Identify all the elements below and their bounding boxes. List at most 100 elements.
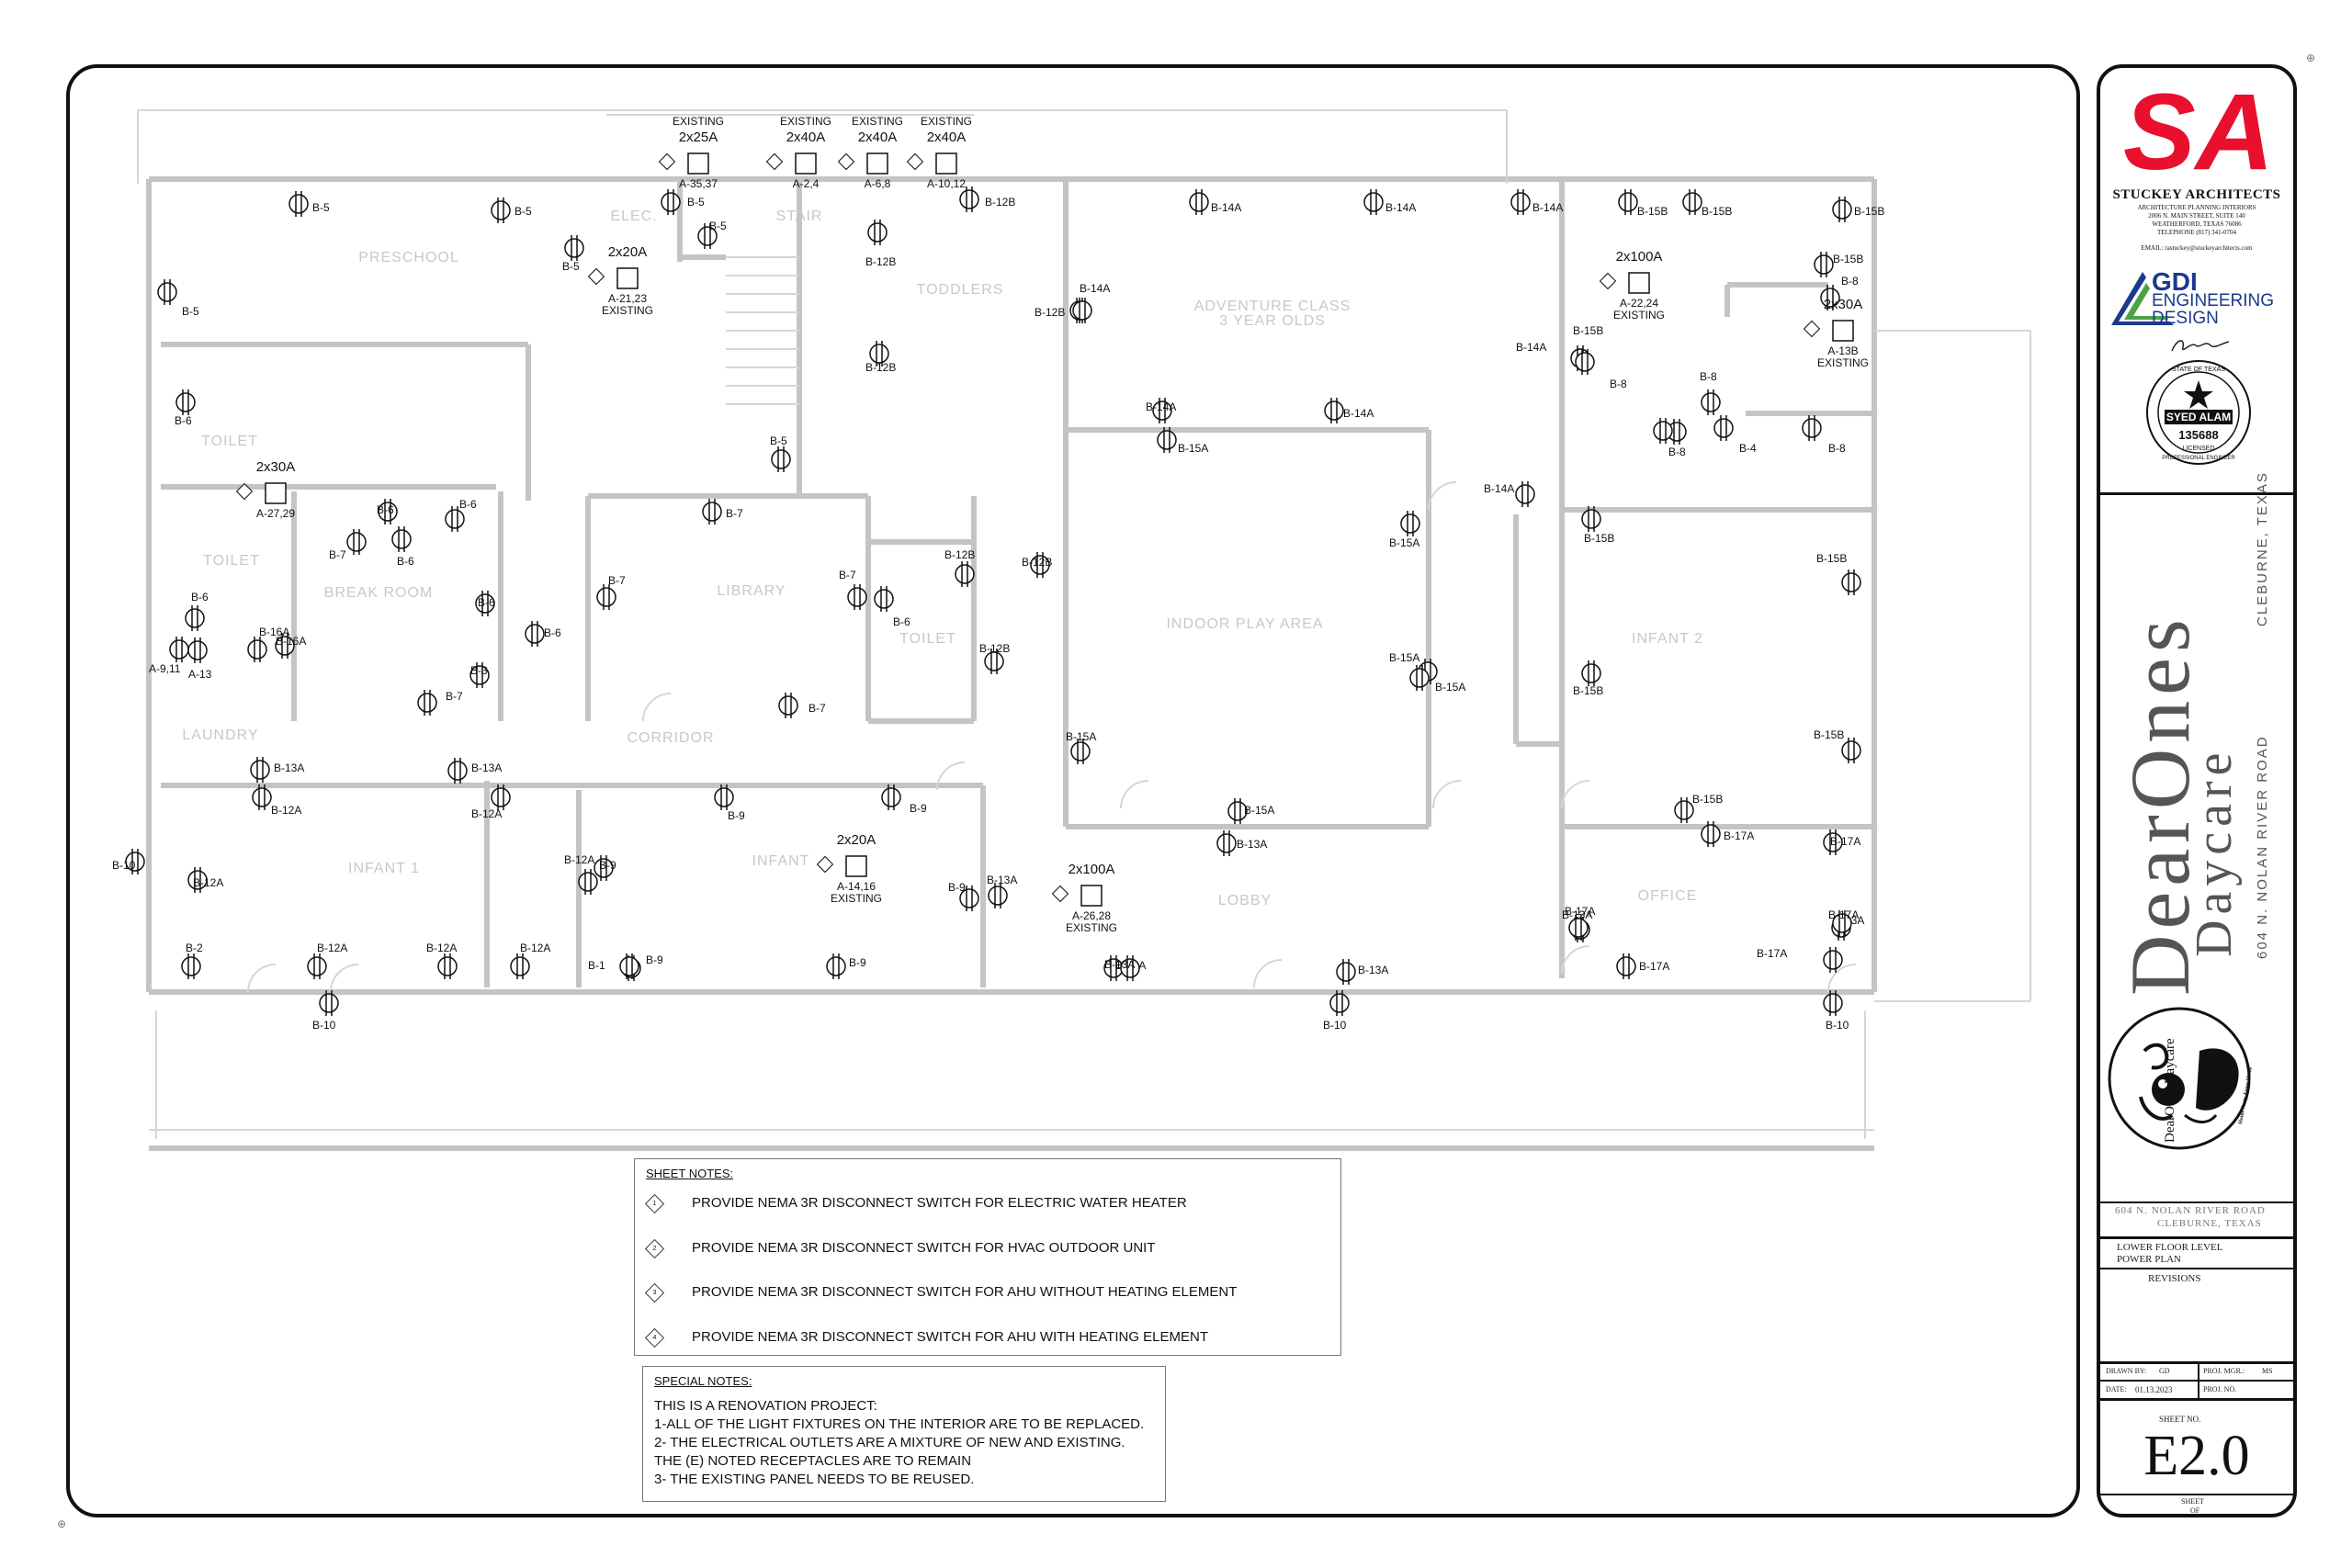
receptacle-icon <box>1510 192 1531 212</box>
panel-circuit: A-2,4 <box>793 177 820 190</box>
date-label: DATE: <box>2106 1385 2127 1393</box>
circuit-label: B-6 <box>175 414 192 427</box>
receptacle-icon <box>437 956 458 976</box>
receptacle-icon <box>1701 392 1721 412</box>
receptacle-icon <box>847 587 867 607</box>
circuit-label: B-15B <box>1573 684 1603 697</box>
receptacle-icon <box>1363 192 1384 212</box>
circuit-label: B-9 <box>646 953 663 966</box>
circuit-label: B-7 <box>608 574 626 587</box>
engineer-seal: SYED ALAM 135688 STATE OF TEXAS LICENSED… <box>2146 360 2251 465</box>
circuit-label: B-8 <box>1841 275 1859 288</box>
panel-rating: 2x20A <box>608 244 648 260</box>
circuit-label: B-14A <box>1146 400 1176 413</box>
tb-divider <box>2100 1361 2293 1364</box>
circuit-label: B-10 <box>1826 1019 1849 1032</box>
receptacle-icon <box>1336 962 1356 982</box>
svg-text:STATE OF TEXAS: STATE OF TEXAS <box>2172 367 2225 373</box>
special-notes-title: SPECIAL NOTES: <box>654 1374 752 1388</box>
circuit-label: B-12A <box>193 876 223 889</box>
svg-text:SA: SA <box>2123 85 2274 186</box>
disconnect-switch-icon <box>795 152 817 175</box>
circuit-label: B-8 <box>1668 446 1686 458</box>
tb-divider <box>2100 1236 2293 1239</box>
circuit-label: B-16A <box>259 626 289 638</box>
circuit-label: B-12A <box>426 942 457 954</box>
receptacle-icon <box>1227 801 1248 821</box>
disconnect-switch-icon <box>845 855 867 877</box>
proj-mgr-label: PROJ. MGR.: <box>2203 1367 2245 1375</box>
circuit-label: B-5 <box>562 260 580 273</box>
note-tag-2: 2 <box>644 1238 665 1259</box>
disconnect-switch-icon <box>265 482 287 504</box>
panel-note: EXISTING <box>1066 921 1117 934</box>
panel-note: EXISTING <box>921 115 972 128</box>
door-swing <box>936 761 966 791</box>
room-name: LOBBY <box>1218 893 1272 908</box>
tb-divider <box>2100 1201 2293 1203</box>
receptacle-icon <box>417 693 437 713</box>
circuit-label: B-14A <box>1343 407 1374 420</box>
panel-circuit: A-21,23 <box>608 292 647 305</box>
tb-divider <box>2198 1361 2199 1398</box>
disconnect-switch-icon <box>1080 885 1102 907</box>
circuit-label: B-15B <box>1637 205 1668 218</box>
circuit-label: B-15A <box>1066 730 1096 743</box>
room-name: INFANT 2 <box>1632 631 1703 647</box>
note-tag-icon <box>587 267 605 286</box>
circuit-label: B-17A <box>1828 908 1859 921</box>
circuit-label: B-7 <box>726 507 743 520</box>
circuit-label: B-2 <box>186 942 203 954</box>
receptacle-icon <box>1618 192 1638 212</box>
svg-text:135688: 135688 <box>2178 428 2218 442</box>
sheet-no-label: SHEET NO. <box>2159 1415 2201 1424</box>
disconnect-switch-icon <box>935 152 957 175</box>
circuit-label: B-12B <box>985 196 1015 209</box>
circuit-label: B-6 <box>191 591 209 604</box>
signature <box>2171 340 2230 352</box>
receptacle-icon <box>1823 993 1843 1013</box>
room-name: PRESCHOOL <box>358 250 458 265</box>
receptacle-icon <box>1072 300 1092 321</box>
room-name: TOILET <box>203 553 260 569</box>
sheet-notes-title: SHEET NOTES: <box>646 1167 734 1180</box>
receptacle-icon <box>1568 918 1589 938</box>
circuit-label: B-5 <box>687 196 705 209</box>
circuit-label: B-6 <box>377 503 394 516</box>
circuit-label: B-6 <box>459 498 477 511</box>
room-name: TODDLERS <box>917 282 1004 298</box>
circuit-label: B-9 <box>910 802 927 815</box>
address-line-2: CLEBURNE, TEXAS <box>2157 1218 2262 1229</box>
door-swing <box>642 693 672 722</box>
circuit-label: B-12B <box>944 548 975 561</box>
receptacle-icon <box>702 502 722 522</box>
circuit-label: B-5 <box>312 201 330 214</box>
circuit-label: B-15A <box>1389 536 1419 549</box>
special-note-line: 2- THE ELECTRICAL OUTLETS ARE A MIXTURE … <box>654 1435 1125 1450</box>
circuit-label: B-7 <box>839 569 856 581</box>
receptacle-icon <box>1152 400 1172 421</box>
circuit-label: B-5 <box>182 305 199 318</box>
revisions-label: REVISIONS <box>2148 1273 2201 1284</box>
disconnect-switch-icon <box>1628 272 1650 294</box>
receptacle-icon <box>475 593 495 614</box>
circuit-label: B-13A <box>1237 838 1267 851</box>
architect-sub-4: TELEPHONE (817) 341-0704 <box>2157 229 2236 236</box>
door-swing <box>1253 959 1283 988</box>
circuit-label: B-15B <box>1854 205 1884 218</box>
receptacle-icon <box>1329 993 1350 1013</box>
drawn-by-label: DRAWN BY: <box>2106 1367 2147 1375</box>
gdi-logo: GDI ENGINEERING DESIGN <box>2111 267 2274 328</box>
receptacle-icon <box>250 760 270 780</box>
receptacle-icon <box>1189 192 1209 212</box>
circuit-label: B-15B <box>1816 552 1847 565</box>
receptacle-icon <box>175 392 196 412</box>
tb-divider <box>2100 1398 2293 1401</box>
circuit-label: B-8 <box>1700 370 1717 383</box>
circuit-label: B-13A <box>987 874 1017 886</box>
receptacle-icon <box>1575 352 1595 372</box>
receptacle-icon <box>778 695 798 716</box>
special-note-line: 3- THE EXISTING PANEL NEEDS TO BE REUSED… <box>654 1472 975 1487</box>
room-name: LAUNDRY <box>182 728 258 743</box>
panel-rating: 2x100A <box>1069 862 1115 877</box>
